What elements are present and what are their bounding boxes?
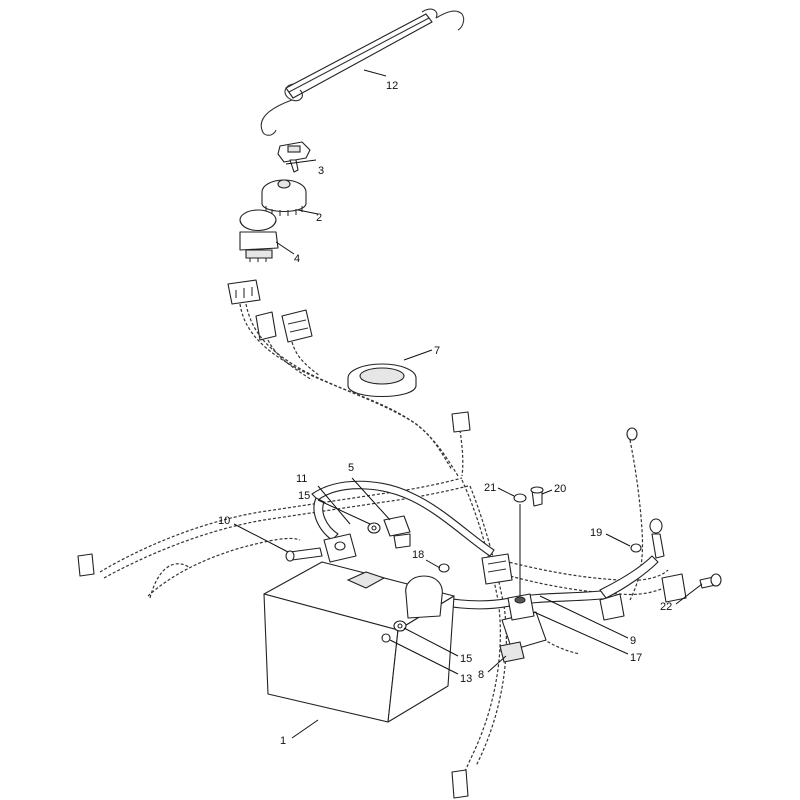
battery-terminal-clamp — [323, 533, 357, 563]
callout-4: 4 — [294, 253, 300, 265]
leader-7 — [403, 349, 433, 361]
part-2-ignition-switch — [261, 179, 307, 216]
callout-10: 10 — [218, 515, 230, 527]
callout-21: 21 — [484, 482, 496, 494]
harness-connector-mid — [481, 553, 513, 585]
leader-15-upper — [317, 499, 371, 525]
callout-15-upper: 15 — [298, 490, 310, 502]
part-7-hour-meter — [347, 363, 417, 398]
callout-13: 13 — [460, 673, 472, 685]
leader-12 — [363, 69, 387, 77]
leader-5 — [351, 477, 391, 521]
callout-5: 5 — [348, 462, 354, 474]
callout-12: 12 — [386, 80, 398, 92]
part-17-solenoid — [507, 593, 535, 621]
part-19-nut — [630, 543, 642, 553]
ring-terminal-upper — [626, 427, 638, 441]
leader-19 — [605, 533, 631, 547]
harness-connector-top — [451, 411, 471, 433]
part-4-pto-switch — [239, 209, 279, 262]
ring-terminal-right — [649, 518, 665, 559]
part-9-positive-cable — [419, 555, 659, 610]
callout-19: 19 — [590, 527, 602, 539]
callout-3: 3 — [318, 165, 324, 177]
leader-2 — [297, 209, 319, 215]
callout-22: 22 — [660, 601, 672, 613]
harness-connector-bottom — [451, 769, 469, 799]
terminal-boot — [405, 575, 443, 619]
callout-11: 11 — [296, 473, 307, 485]
part-15-washer-lower — [393, 620, 407, 632]
leader-9 — [539, 595, 629, 639]
harness-connector-left — [77, 553, 95, 577]
callout-7: 7 — [434, 345, 440, 357]
leader-11 — [317, 485, 351, 525]
callout-9: 9 — [630, 635, 636, 647]
part-21-nut — [513, 493, 527, 503]
part-20-screw — [530, 486, 544, 507]
leader-13 — [389, 639, 459, 675]
harness-connector-lower-right — [599, 593, 625, 621]
leader-21 — [497, 487, 515, 497]
part-18-washer — [438, 563, 450, 573]
callout-8: 8 — [478, 669, 484, 681]
part-8-solenoid-bracket — [499, 611, 547, 663]
leader-1 — [291, 719, 319, 739]
callout-17: 17 — [630, 652, 642, 664]
part-5-nut — [383, 515, 411, 549]
leader-20 — [541, 489, 553, 495]
callout-1: 1 — [280, 735, 286, 747]
part-1-battery — [263, 561, 455, 723]
callout-15-lower: 15 — [460, 653, 472, 665]
part-15-washer-upper — [367, 522, 381, 534]
part-13-bolt — [381, 633, 391, 643]
wiring-harness — [99, 303, 673, 783]
leader-15-lower — [403, 627, 459, 657]
leader-3 — [285, 159, 317, 165]
leader-10 — [233, 523, 289, 553]
part-11-battery-cable — [311, 480, 495, 557]
callout-18: 18 — [412, 549, 424, 561]
leader-22 — [675, 583, 703, 605]
part-12-hold-down-strap — [260, 8, 465, 136]
harness-connectors-upper — [227, 279, 313, 343]
leader-17 — [533, 611, 629, 655]
callout-2: 2 — [316, 212, 322, 224]
part-10-bolt — [285, 547, 323, 562]
leader-8 — [487, 655, 507, 673]
leader-18 — [425, 559, 441, 569]
callout-20: 20 — [554, 483, 566, 495]
part-3-ignition-key — [277, 141, 311, 173]
leader-4 — [275, 241, 295, 255]
harness-connector-right — [661, 573, 687, 603]
part-22-bolt — [699, 573, 722, 589]
